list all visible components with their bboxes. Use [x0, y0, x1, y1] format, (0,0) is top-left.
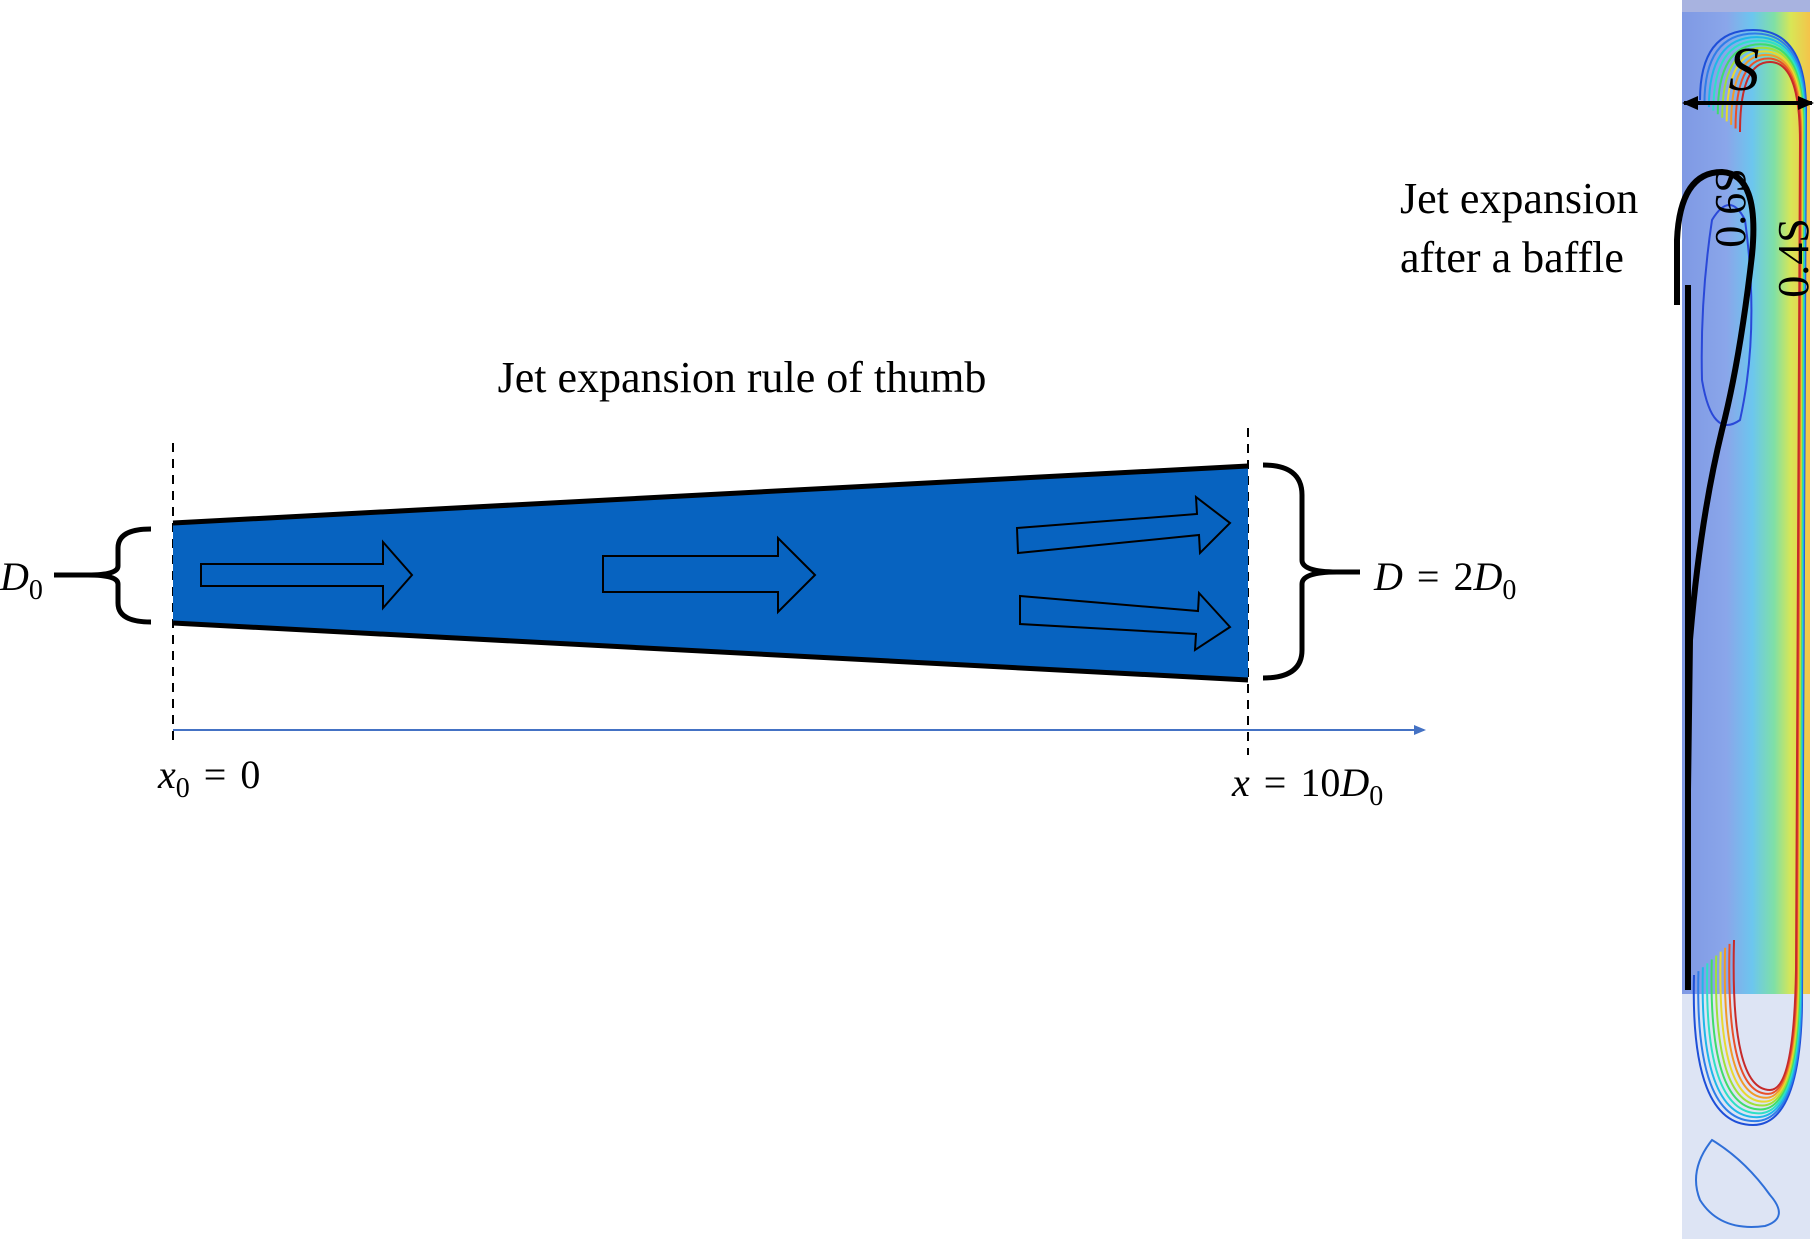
- bottom-eddy-contour: [1695, 1138, 1780, 1228]
- flow-arrows: [200, 494, 1232, 652]
- spacing-label: S: [1729, 36, 1760, 104]
- end-subscript: 0: [1369, 781, 1383, 812]
- jet-envelope-curve: [1674, 168, 1757, 791]
- jet-lower-edge: [172, 620, 1249, 683]
- outlet-lhs: D: [1373, 554, 1403, 599]
- outlet-brace: [1262, 462, 1338, 681]
- contour-line: [1732, 60, 1802, 1092]
- inlet-symbol: D: [0, 554, 29, 599]
- baffle-caption-line2: after a baffle: [1400, 233, 1624, 282]
- end-position-label: x = 10D0: [1231, 760, 1383, 812]
- start-eq: =: [204, 752, 227, 797]
- inner-fraction-label: 0.6S: [1706, 168, 1755, 247]
- jet-body: [173, 466, 1248, 680]
- contour-field: [1682, 12, 1810, 994]
- inlet-subscript: 0: [29, 575, 43, 606]
- outlet-coef: 2: [1453, 554, 1473, 599]
- diagram-title: Jet expansion rule of thumb: [498, 353, 987, 402]
- end-coef: 10: [1300, 760, 1340, 805]
- flow-arrow: [200, 539, 414, 611]
- outlet-subscript: 0: [1502, 575, 1516, 606]
- end-d-symbol: D: [1339, 760, 1369, 805]
- contour-plot: [1682, 0, 1810, 1239]
- start-subscript: 0: [176, 773, 190, 804]
- outer-fraction-label: 0.4S: [1769, 218, 1818, 297]
- baffle-caption-line1: Jet expansion: [1400, 174, 1638, 223]
- end-symbol: x: [1231, 760, 1250, 805]
- start-symbol: x: [157, 752, 176, 797]
- flow-arrow: [1015, 494, 1232, 556]
- jet-upper-edge: [172, 463, 1249, 526]
- flow-arrow: [1019, 590, 1232, 652]
- inlet-brace: [87, 526, 152, 625]
- contour-top-band: [1682, 0, 1810, 12]
- jet-expansion-diagram: Jet expansion rule of thumb D0 D=2D0: [0, 353, 1516, 812]
- end-eq: =: [1264, 760, 1287, 805]
- start-value: 0: [240, 752, 260, 797]
- baffle-flow-panel: Jet expansion after a baffle S 0.6S 0.4S: [1400, 0, 1818, 1239]
- contour-lines: [1692, 28, 1808, 1127]
- outlet-eq: =: [1417, 554, 1440, 599]
- outlet-symbol: D: [1472, 554, 1502, 599]
- outlet-diameter-label: D=2D0: [1373, 554, 1516, 606]
- inlet-diameter-label: D0: [0, 554, 43, 606]
- start-position-label: x0=0: [157, 752, 260, 804]
- flow-arrow: [602, 535, 817, 615]
- recirculation-contour: [1700, 204, 1753, 426]
